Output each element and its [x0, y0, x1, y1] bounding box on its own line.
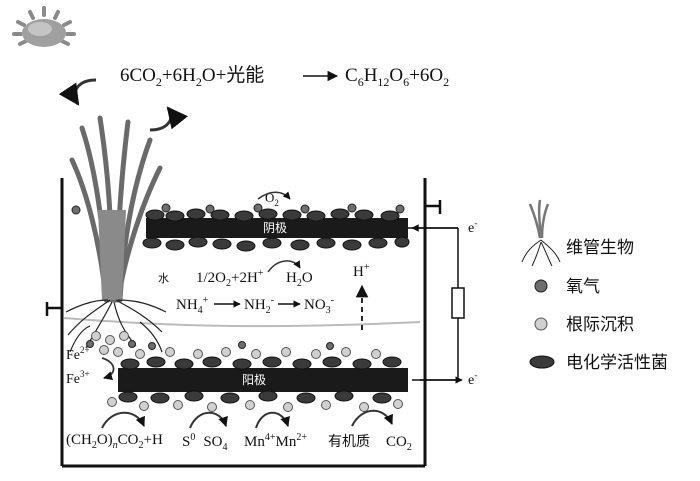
iron-cycle-arrow: [101, 357, 115, 381]
oxygen-icon: [534, 279, 548, 293]
legend-label: 氧气: [566, 277, 600, 297]
o2-arrow: [257, 191, 291, 200]
legend: 维管生物 氧气 根际沉积 电化学活性菌: [521, 199, 668, 373]
tank-clamps: [45, 200, 442, 316]
plant-icon: [65, 115, 167, 353]
cathode-electrode: [142, 203, 410, 252]
electron-label-bottom: e-: [468, 370, 477, 388]
gas-exchange-arrow-left: [58, 78, 97, 106]
cathode-product: H2O: [286, 270, 313, 289]
anode-electrode: [107, 341, 408, 412]
hplus-label: H+: [353, 262, 370, 280]
water-surface: [63, 317, 421, 328]
external-circuit: [408, 227, 465, 380]
nh2-label: NH2-: [244, 295, 274, 316]
legend-label: 维管生物: [566, 238, 634, 258]
ammonium-label: NH4+: [176, 295, 209, 316]
organic-matter-label: 有机质: [328, 434, 370, 450]
tank-walls: [60, 178, 427, 468]
legend-item-bacteria: 电化学活性菌: [529, 353, 668, 373]
fe2-label: Fe2+: [66, 345, 90, 363]
organic-arrow: [101, 411, 145, 429]
deposit-icon: [534, 317, 548, 331]
anode-label: 阳极: [242, 373, 266, 387]
organic-oxidation-reaction: (CH2O)nCO2+H: [66, 432, 163, 451]
manganese-reaction: Mn4+Mn2+: [244, 432, 307, 450]
co2-product: CO2: [386, 434, 412, 453]
gas-exchange-arrow-right: [149, 106, 188, 132]
sulfur-arrow: [189, 411, 228, 429]
legend-label: 电化学活性菌: [566, 353, 668, 373]
cathode-reaction-arrow: [267, 260, 301, 273]
electron-label-top: e-: [468, 218, 477, 236]
legend-label: 根际沉积: [566, 315, 634, 335]
sun-icon: [12, 6, 76, 47]
oxygen-bubbles: [71, 205, 136, 348]
rhizodeposit-cluster: [91, 331, 129, 357]
legend-item-plant: 维管生物: [521, 199, 634, 267]
cathode-label: 阴极: [263, 221, 287, 235]
photosynthesis-products: C6H12O6+6O2: [345, 65, 449, 89]
photosynthesis-equation: 6CO2+6H2O+光能: [120, 64, 264, 89]
nitrate-label: NO3-: [304, 295, 334, 316]
legend-item-deposit: 根际沉积: [534, 315, 634, 335]
cathode-o2-label: O2: [265, 190, 279, 208]
plant-icon: [521, 199, 561, 267]
cathode-reaction: 1/2O2+2H+: [196, 268, 264, 289]
fe3-label: Fe3+: [66, 369, 90, 387]
bacteria-icon: [529, 355, 555, 369]
legend-item-oxygen: 氧气: [534, 277, 600, 297]
water-label: 水: [158, 272, 169, 285]
organic-matter-arrow: [351, 409, 393, 427]
manganese-arrow: [255, 411, 290, 429]
